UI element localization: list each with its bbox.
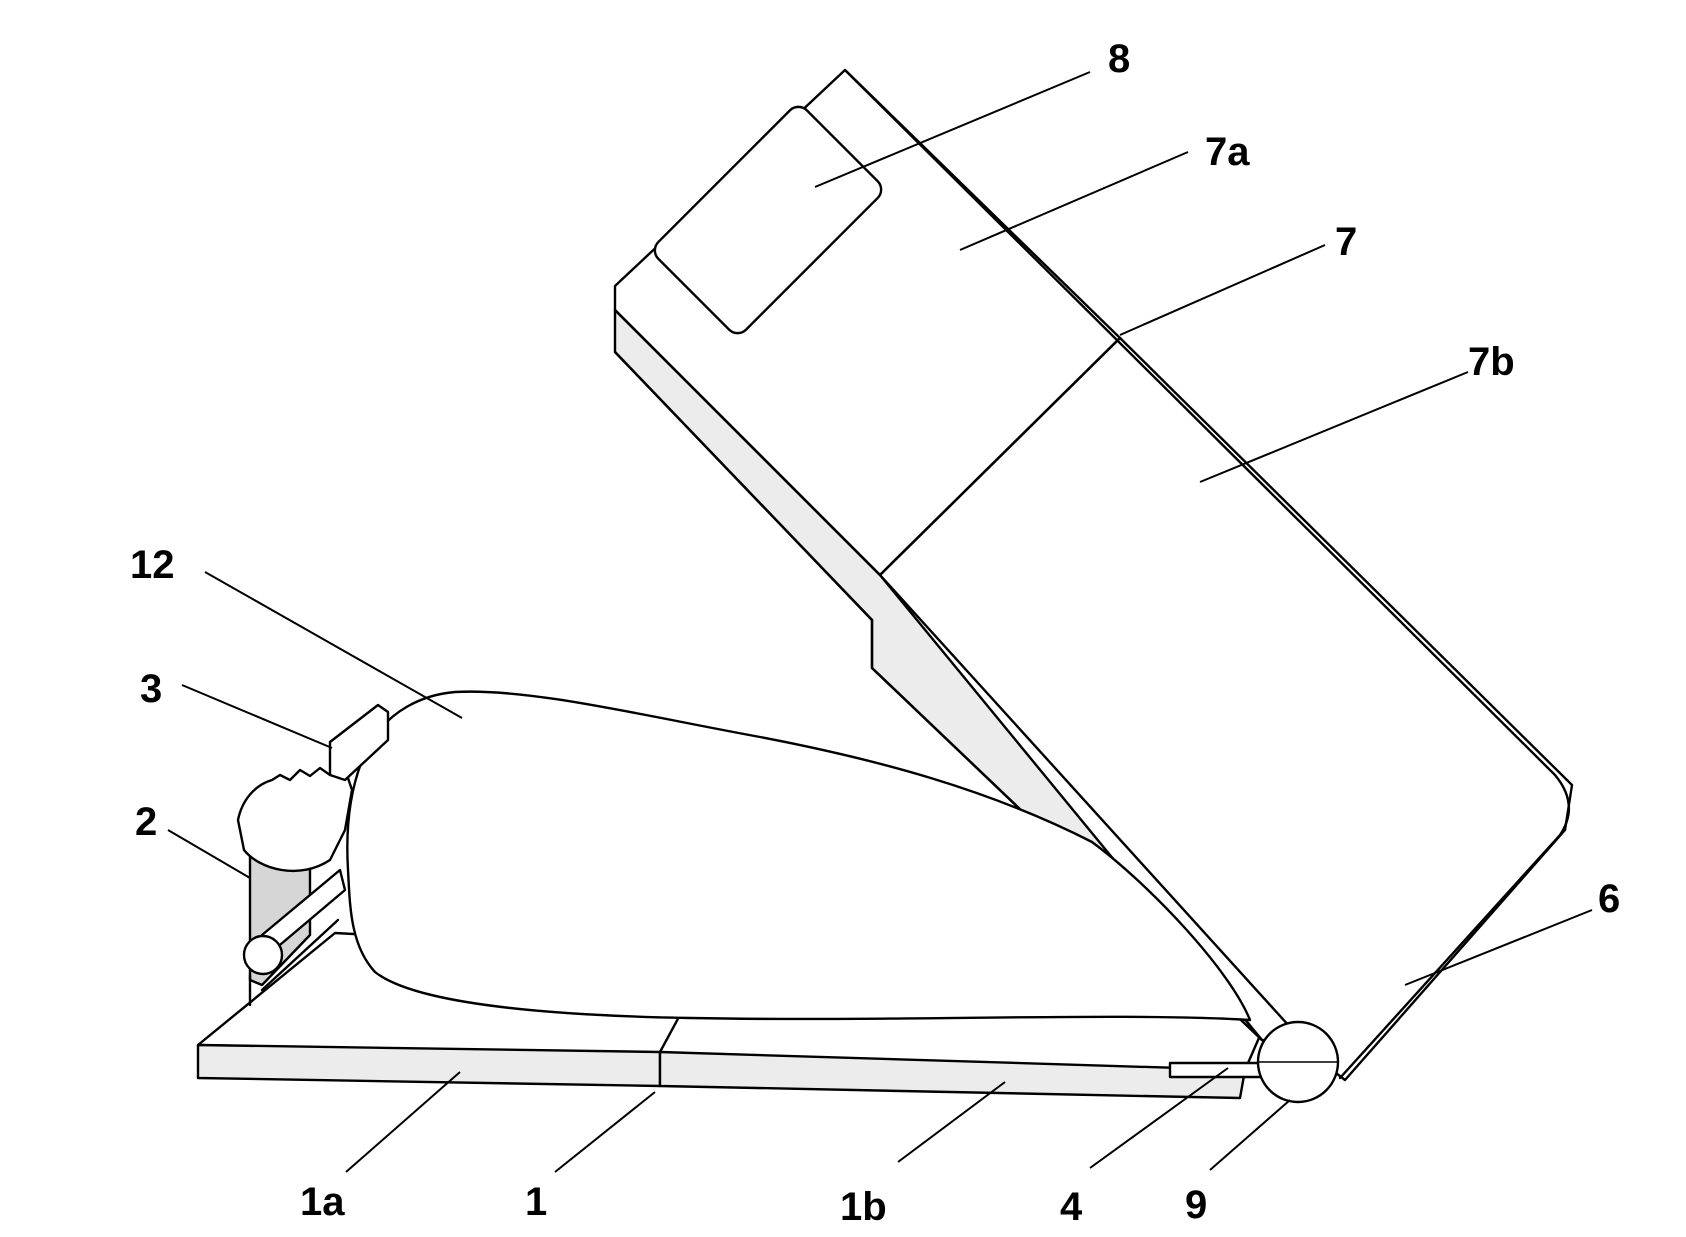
label-8: 8 xyxy=(1108,37,1130,81)
window-8 xyxy=(653,105,883,335)
leader-2 xyxy=(167,829,251,879)
reference-labels: 8 7a 7 7b 12 3 2 6 1a 1 1b 4 9 xyxy=(130,37,1620,1229)
label-9: 9 xyxy=(1185,1183,1207,1227)
label-6: 6 xyxy=(1598,877,1620,921)
leader-12 xyxy=(204,571,463,719)
label-7b: 7b xyxy=(1468,340,1515,384)
lid-panel-7 xyxy=(613,68,1574,1082)
bracket-rail xyxy=(260,918,340,992)
label-4: 4 xyxy=(1060,1185,1083,1229)
lid-right-edge xyxy=(843,68,1571,1080)
bracket-knob xyxy=(242,934,284,976)
base-section-1a-front xyxy=(196,1043,662,1088)
leader-9 xyxy=(1209,1099,1291,1171)
lid-fold-line xyxy=(878,336,1122,577)
leader-8 xyxy=(814,71,1091,188)
lid-lower-inner-edge xyxy=(878,573,1302,1040)
label-7a: 7a xyxy=(1205,130,1250,174)
label-7: 7 xyxy=(1335,220,1357,264)
leader-3 xyxy=(181,684,333,749)
leader-lines xyxy=(167,71,1593,1173)
leader-7 xyxy=(1119,244,1326,336)
base-section-1b-front xyxy=(658,1050,1247,1100)
bracket-assembly xyxy=(236,703,390,1007)
cushion-12 xyxy=(346,690,1252,1022)
leader-4 xyxy=(1089,1067,1229,1169)
label-2: 2 xyxy=(135,800,157,844)
label-1b: 1b xyxy=(840,1185,887,1229)
lid-bottom-edge xyxy=(613,350,874,622)
base-split-line xyxy=(658,1013,682,1054)
label-1a: 1a xyxy=(300,1180,345,1224)
leader-6 xyxy=(1404,909,1593,986)
lid-inner-edge xyxy=(613,308,882,577)
leader-1 xyxy=(554,1091,656,1173)
leader-1b xyxy=(897,1081,1006,1163)
leader-7b xyxy=(1199,371,1469,483)
label-12: 12 xyxy=(130,543,175,587)
leader-7a xyxy=(959,151,1189,251)
label-3: 3 xyxy=(140,667,162,711)
label-1: 1 xyxy=(525,1180,547,1224)
leader-1a xyxy=(345,1071,461,1173)
toothed-cam xyxy=(236,766,354,873)
lever-3 xyxy=(328,703,390,782)
